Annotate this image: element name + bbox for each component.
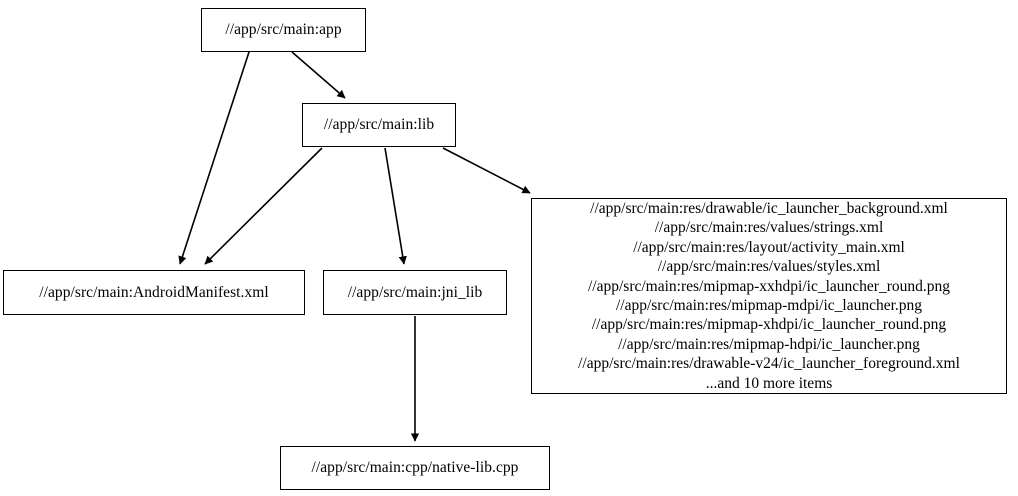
node-label: //app/src/main:app	[225, 21, 342, 39]
edge-lib-to-resources	[442, 147, 531, 194]
node-label: //app/src/main:jni_lib	[347, 283, 483, 301]
node-app-src-main-cpp-native-lib-cpp[interactable]: //app/src/main:cpp/native-lib.cpp	[280, 446, 550, 490]
node-app-src-main-app[interactable]: //app/src/main:app	[201, 8, 366, 52]
edge-lib-to-jni-lib	[384, 147, 407, 265]
edge-lib-to-manifest	[204, 147, 323, 265]
edge-app-to-lib	[291, 51, 346, 99]
node-label: //app/src/main:cpp/native-lib.cpp	[311, 459, 519, 477]
node-app-src-main-jni-lib[interactable]: //app/src/main:jni_lib	[323, 270, 507, 315]
node-label: //app/src/main:lib	[323, 116, 435, 134]
node-label: //app/src/main:AndroidManifest.xml	[39, 283, 269, 301]
node-resources-group[interactable]: //app/src/main:res/drawable/ic_launcher_…	[531, 198, 1007, 394]
node-resources-label: //app/src/main:res/drawable/ic_launcher_…	[578, 199, 960, 392]
edge-app-to-manifest	[178, 51, 250, 265]
node-app-src-main-lib[interactable]: //app/src/main:lib	[302, 103, 456, 147]
node-app-src-main-androidmanifest-xml[interactable]: //app/src/main:AndroidManifest.xml	[3, 270, 305, 315]
